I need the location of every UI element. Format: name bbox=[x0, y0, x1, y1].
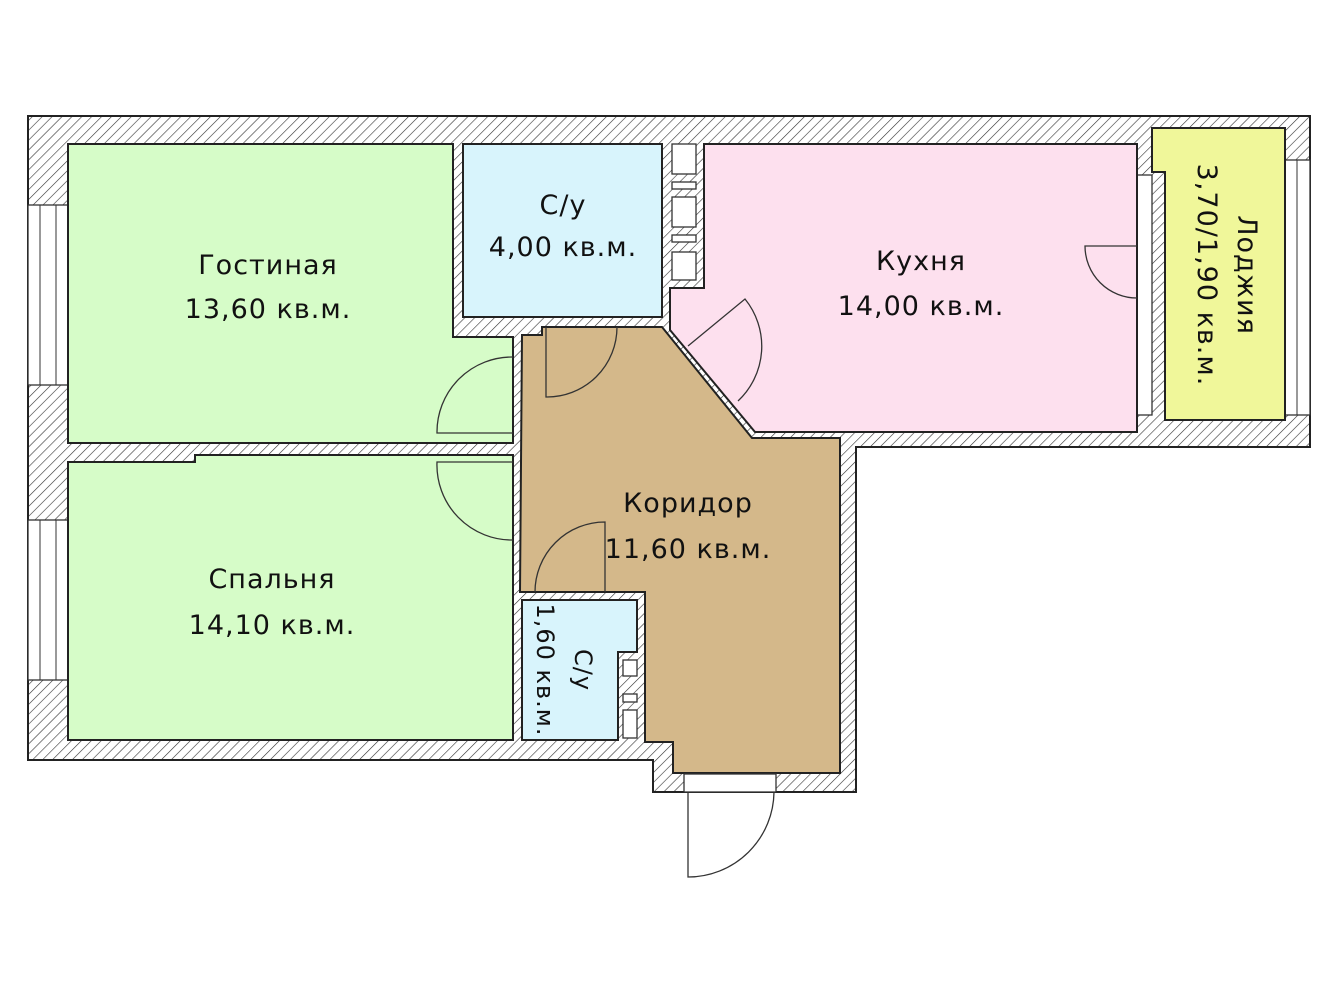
room-bath-small[interactable] bbox=[521, 599, 638, 741]
kitchen-area: 14,00 кв.м. bbox=[838, 291, 1005, 322]
ventilation-shafts bbox=[622, 143, 697, 739]
bedroom-area: 14,10 кв.м. bbox=[189, 610, 356, 641]
doors bbox=[436, 245, 1138, 878]
bath-small-area: 1,60 кв.м. bbox=[531, 603, 559, 736]
room-loggia[interactable] bbox=[1151, 127, 1286, 421]
room-bath-main[interactable] bbox=[462, 143, 663, 318]
corridor-name: Коридор bbox=[623, 488, 753, 519]
bath-small-name: С/у bbox=[569, 649, 597, 691]
room-living[interactable] bbox=[67, 143, 514, 444]
bedroom-name: Спальня bbox=[208, 564, 335, 595]
corridor-area: 11,60 кв.м. bbox=[605, 534, 772, 565]
window-living bbox=[27, 204, 69, 386]
loggia-area: 3,70/1,90 кв.м. bbox=[1191, 164, 1222, 387]
bath-main-area: 4,00 кв.м. bbox=[489, 232, 637, 263]
loggia-name: Лоджия bbox=[1231, 215, 1262, 335]
room-corridor[interactable] bbox=[518, 326, 841, 774]
living-name: Гостиная bbox=[198, 250, 338, 281]
room-kitchen[interactable] bbox=[669, 143, 1138, 433]
room-bedroom[interactable] bbox=[67, 454, 514, 741]
kitchen-name: Кухня bbox=[876, 246, 966, 277]
loggia-door-opening bbox=[1136, 174, 1153, 416]
living-area: 13,60 кв.м. bbox=[185, 294, 352, 325]
window-bedroom bbox=[27, 519, 69, 681]
bath-main-name: С/у bbox=[540, 190, 587, 221]
